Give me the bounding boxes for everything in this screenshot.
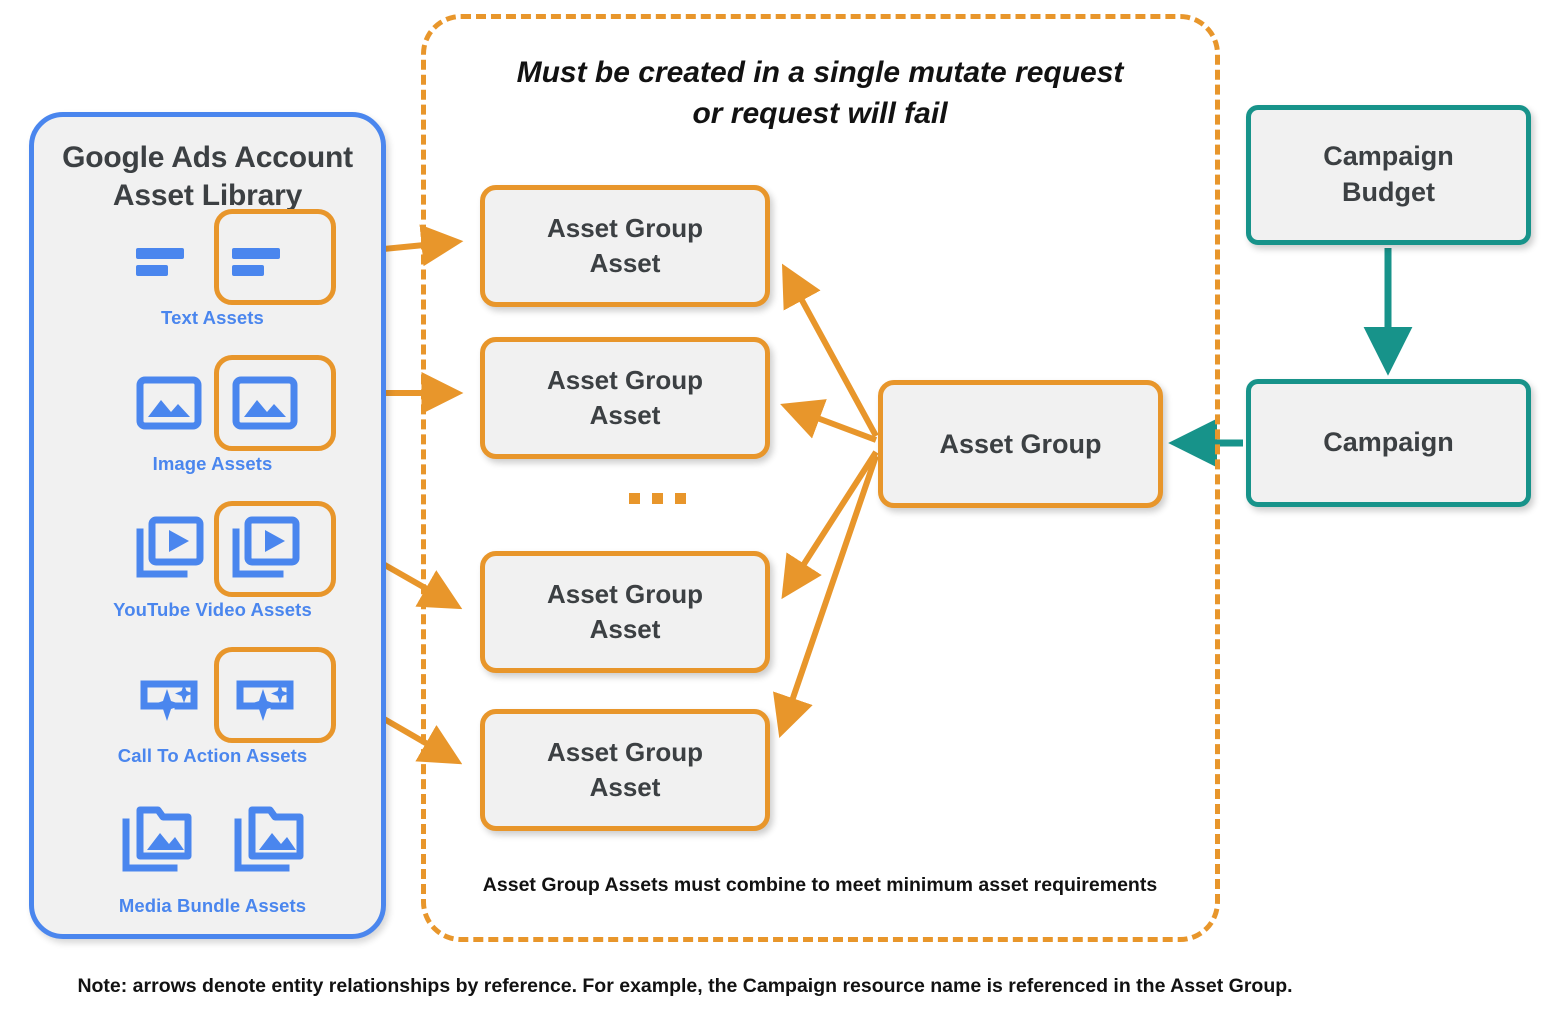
aga-line1: Asset Group: [546, 212, 704, 243]
library-item-label: Image Assets: [152, 453, 273, 474]
library-item-label: YouTube Video Assets: [113, 599, 312, 620]
asset-group-asset-label: Asset Group Asset: [547, 735, 703, 805]
asset-library-panel: Google Ads Account Asset Library: [29, 112, 386, 939]
campaign-box[interactable]: Campaign: [1246, 379, 1531, 507]
asset-group-asset-box[interactable]: Asset Group Asset: [480, 337, 770, 459]
library-title-line1: Google Ads Account: [62, 141, 353, 174]
campaign-budget-label: Campaign Budget: [1323, 139, 1454, 210]
asset-group-label: Asset Group: [939, 428, 1102, 459]
footer-note: Note: arrows denote entity relationships…: [77, 975, 1293, 997]
minimum-asset-requirements-note: Asset Group Assets must combine to meet …: [482, 874, 1158, 896]
media-bundle-folder-icon: [118, 802, 196, 880]
ellipsis-dot: [675, 493, 686, 504]
asset-group-asset-box[interactable]: Asset Group Asset: [480, 185, 770, 307]
aga-line2: Asset: [589, 400, 661, 430]
library-item-call-to-action-assets[interactable]: Call To Action Assets: [34, 647, 391, 766]
campaign-label: Campaign: [1323, 427, 1454, 458]
asset-group-asset-box[interactable]: Asset Group Asset: [480, 709, 770, 831]
video-assets-icons: [34, 501, 391, 597]
video-play-icon: [130, 510, 208, 588]
call-to-action-sparkle-icon: [226, 656, 304, 734]
cta-assets-icons: [34, 647, 391, 743]
campaign-budget-line2: Budget: [1342, 177, 1435, 207]
library-title: Google Ads Account Asset Library: [34, 139, 381, 215]
video-play-icon: [226, 510, 304, 588]
library-item-image-assets[interactable]: Image Assets: [34, 355, 391, 474]
video-asset-highlight-box: [214, 501, 336, 597]
asset-group-asset-label: Asset Group Asset: [547, 211, 703, 281]
image-icon: [130, 364, 208, 442]
library-item-youtube-video-assets[interactable]: YouTube Video Assets: [34, 501, 391, 620]
text-lines-icon: [130, 218, 208, 296]
mutate-request-note: Must be created in a single mutate reque…: [445, 52, 1195, 135]
asset-group-box[interactable]: Asset Group: [878, 380, 1163, 508]
asset-group-asset-box[interactable]: Asset Group Asset: [480, 551, 770, 673]
image-asset-highlight-box: [214, 355, 336, 451]
aga-line1: Asset Group: [546, 364, 704, 395]
ellipsis-dot: [629, 493, 640, 504]
image-icon: [226, 364, 304, 442]
campaign-budget-box[interactable]: Campaign Budget: [1246, 105, 1531, 245]
asset-group-asset-label: Asset Group Asset: [547, 363, 703, 433]
ellipsis-dot: [652, 493, 663, 504]
library-item-media-bundle-assets[interactable]: Media Bundle Assets: [34, 793, 391, 916]
mutate-note-line2: or request will fail: [692, 97, 948, 131]
campaign-budget-line1: Campaign: [1323, 141, 1454, 172]
aga-line1: Asset Group: [546, 736, 704, 767]
media-bundle-folder-icon: [230, 802, 308, 880]
aga-line1: Asset Group: [546, 578, 704, 609]
aga-line2: Asset: [589, 772, 661, 802]
text-assets-icons: [34, 209, 391, 305]
ellipsis-indicator: [629, 493, 686, 504]
library-item-label: Media Bundle Assets: [118, 895, 307, 916]
mutate-note-line1: Must be created in a single mutate reque…: [516, 56, 1124, 89]
aga-line2: Asset: [589, 248, 661, 278]
text-asset-highlight-box: [214, 209, 336, 305]
mutate-request-region: [421, 14, 1220, 942]
asset-group-asset-label: Asset Group Asset: [547, 577, 703, 647]
library-item-label: Call To Action Assets: [117, 745, 308, 766]
cta-asset-highlight-box: [214, 647, 336, 743]
call-to-action-sparkle-icon: [130, 656, 208, 734]
image-assets-icons: [34, 355, 391, 451]
library-title-line2: Asset Library: [112, 179, 303, 213]
text-lines-icon: [226, 218, 304, 296]
media-bundle-icons: [34, 793, 391, 889]
library-item-label: Text Assets: [161, 307, 264, 328]
aga-line2: Asset: [589, 614, 661, 644]
library-item-text-assets[interactable]: Text Assets: [34, 209, 391, 328]
